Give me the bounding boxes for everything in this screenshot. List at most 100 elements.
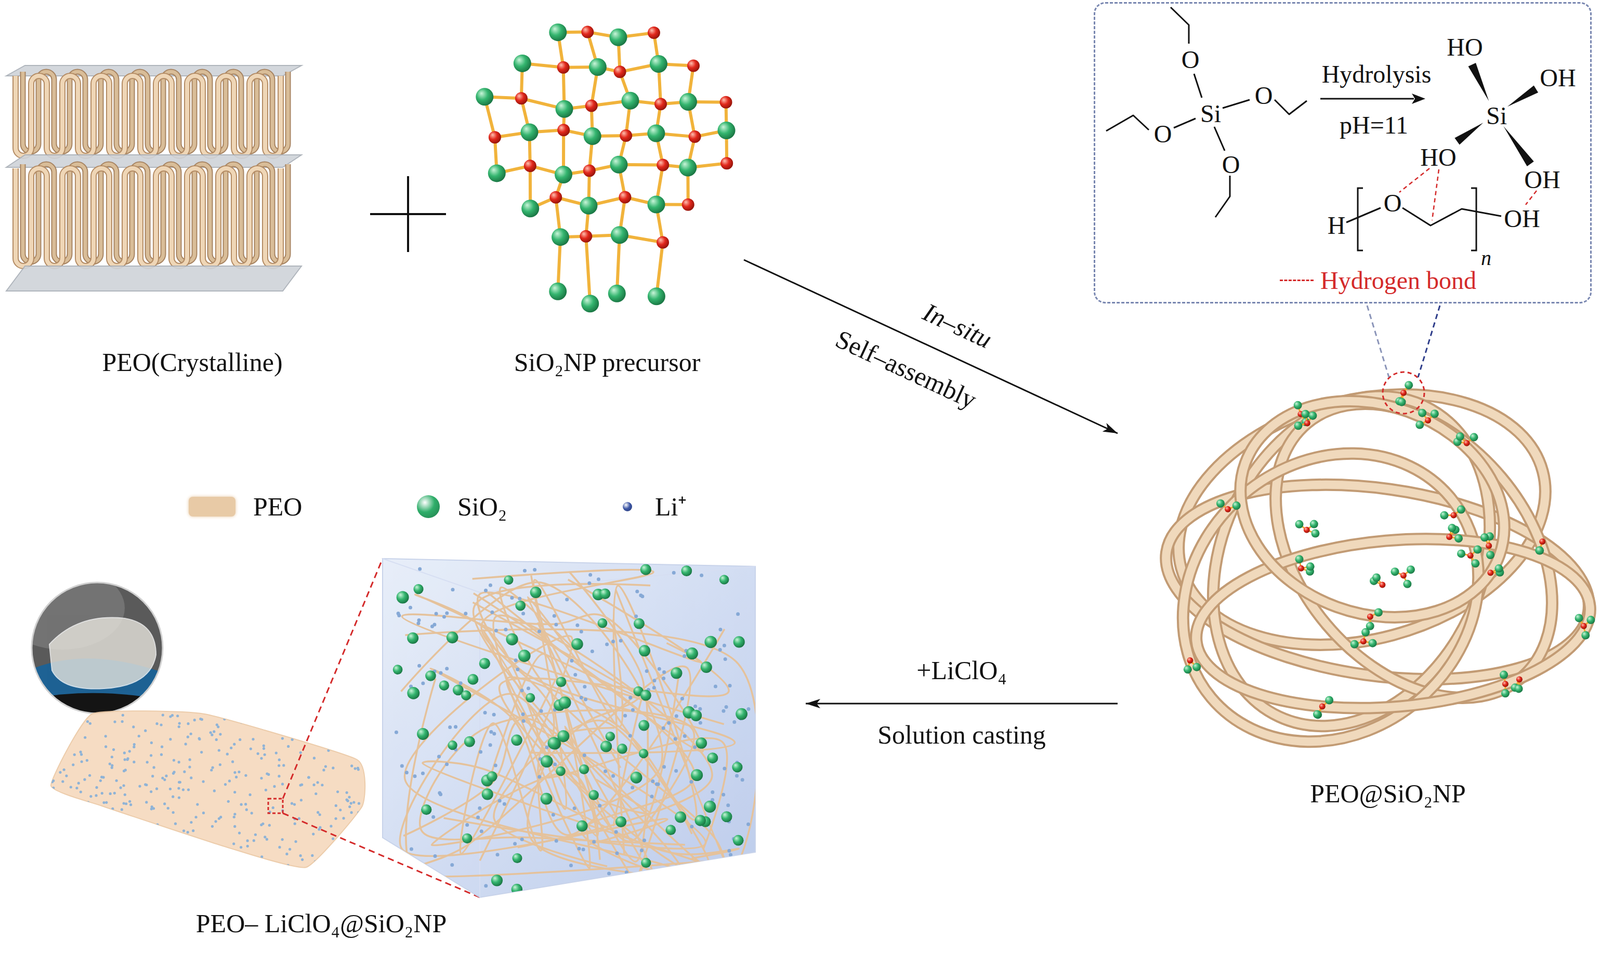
lithium-dot bbox=[334, 729, 337, 733]
lithium-dot bbox=[66, 737, 69, 740]
lithium-dot bbox=[483, 884, 488, 888]
lithium-dot bbox=[138, 785, 141, 789]
lithium-dot bbox=[281, 782, 284, 786]
lithium-dot bbox=[623, 714, 627, 718]
lithium-dot bbox=[176, 714, 179, 718]
lithium-dot bbox=[151, 860, 155, 863]
lithium-dot bbox=[189, 821, 193, 824]
lithium-dot bbox=[199, 717, 202, 721]
silica-sphere bbox=[617, 743, 628, 755]
lithium-dot bbox=[50, 728, 54, 732]
lithium-dot bbox=[180, 835, 183, 838]
silica-sphere bbox=[510, 735, 522, 746]
lithium-dot bbox=[650, 779, 655, 784]
wedge-bond bbox=[1454, 122, 1484, 145]
lithium-dot bbox=[117, 859, 121, 862]
lithium-dot bbox=[450, 863, 454, 868]
silica-sphere bbox=[599, 588, 611, 600]
silica-sphere bbox=[462, 833, 473, 845]
lithium-dot bbox=[79, 751, 82, 754]
oxygen-atom bbox=[1304, 420, 1311, 427]
lithium-dot bbox=[161, 777, 164, 780]
lithium-dot bbox=[51, 787, 55, 790]
lithium-dot bbox=[132, 761, 136, 764]
silica-sphere bbox=[1372, 573, 1381, 582]
oxygen-atom bbox=[523, 159, 537, 173]
lithium-dot bbox=[104, 745, 108, 749]
silicon-atom bbox=[583, 127, 602, 146]
silica-sphere bbox=[1313, 710, 1322, 719]
silicon-atom bbox=[548, 23, 567, 42]
lithium-dot bbox=[311, 832, 315, 836]
folded-chain bbox=[15, 75, 281, 156]
lithium-dot bbox=[200, 751, 203, 754]
lithium-dot bbox=[86, 720, 89, 724]
lithium-dot bbox=[492, 732, 496, 737]
lithium-dot bbox=[88, 722, 92, 726]
lithium-dot bbox=[164, 848, 168, 851]
lithium-dot bbox=[349, 802, 353, 805]
lithium-dot bbox=[248, 722, 252, 726]
lithium-dot bbox=[317, 828, 321, 831]
silicon-atom bbox=[717, 121, 736, 140]
lithium-dot bbox=[229, 746, 233, 750]
silica-sphere bbox=[512, 853, 523, 864]
silica-sphere bbox=[407, 632, 419, 645]
lithium-dot bbox=[313, 860, 317, 863]
lithium-dot bbox=[497, 799, 502, 804]
lithium-dot bbox=[337, 718, 341, 721]
lithium-dot bbox=[652, 678, 657, 683]
oxygen-atom bbox=[719, 96, 733, 109]
lithium-dot bbox=[437, 754, 441, 759]
lithium-dot bbox=[215, 738, 218, 742]
lithium-dot bbox=[551, 812, 556, 817]
lithium-dot bbox=[352, 801, 356, 804]
lithium-dot bbox=[577, 847, 582, 851]
figure-caption: PEO@SiO₂NP bbox=[1309, 779, 1466, 809]
lithium-dot bbox=[61, 742, 65, 745]
silica-sphere bbox=[407, 687, 420, 700]
oxygen-atom bbox=[1297, 565, 1305, 572]
silica-sphere bbox=[416, 728, 429, 741]
lithium-dot bbox=[554, 839, 559, 844]
silica-sphere bbox=[1309, 520, 1319, 529]
lithium-dot bbox=[341, 719, 345, 723]
lithium-dot bbox=[272, 785, 276, 789]
lithium-dot bbox=[259, 757, 263, 760]
lithium-dot bbox=[246, 845, 249, 848]
lithium-dot bbox=[607, 871, 611, 876]
lithium-dot bbox=[86, 844, 90, 848]
peo-chain-loop bbox=[1189, 523, 1598, 724]
lithium-dot bbox=[50, 833, 54, 837]
silicon-atom bbox=[551, 228, 570, 246]
hydrogen-bond bbox=[1432, 169, 1439, 221]
oxygen-atom bbox=[583, 164, 596, 178]
lithium-dot bbox=[244, 803, 247, 806]
lithium-dot bbox=[573, 673, 577, 677]
cube-edge bbox=[382, 558, 756, 593]
legend-text: Li⁺ bbox=[654, 492, 687, 522]
lithium-dot bbox=[136, 828, 139, 832]
lithium-dot bbox=[268, 824, 271, 828]
lithium-dot bbox=[356, 744, 360, 748]
lithium-dot bbox=[178, 781, 182, 784]
silicon-atom bbox=[609, 28, 627, 47]
silicon-atom bbox=[647, 195, 666, 214]
lithium-dot bbox=[300, 858, 304, 862]
oxygen-atom bbox=[619, 129, 633, 142]
lithium-dot bbox=[732, 720, 737, 725]
chemical-text: Si bbox=[1486, 102, 1507, 130]
silicon-atom bbox=[610, 226, 629, 244]
lithium-dot bbox=[417, 664, 422, 668]
silica-sphere bbox=[1430, 409, 1439, 418]
lithium-dot bbox=[75, 828, 78, 831]
lithium-dot bbox=[438, 792, 443, 797]
oxygen-atom bbox=[579, 230, 593, 243]
lithium-dot bbox=[630, 785, 635, 790]
silica-sphere bbox=[1306, 562, 1315, 571]
oxygen-atom bbox=[557, 123, 570, 137]
lithium-dot bbox=[277, 775, 281, 778]
